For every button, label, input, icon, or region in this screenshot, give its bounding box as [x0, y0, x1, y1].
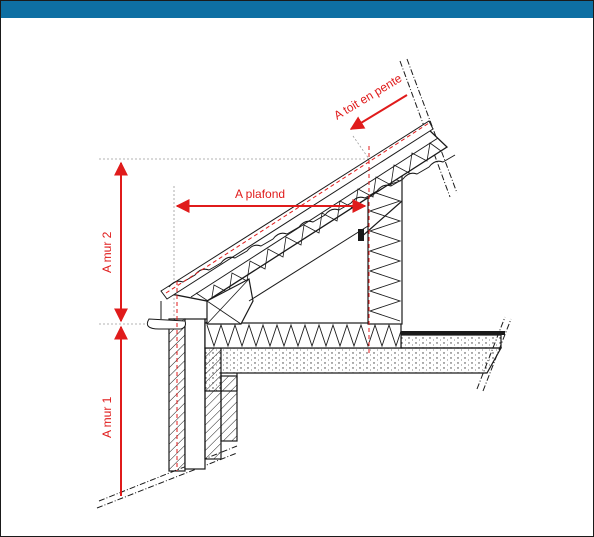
header-bar [1, 1, 593, 18]
floor-slab [204, 334, 503, 392]
measurement-dashes [165, 122, 430, 471]
wall2-label: A mur 2 [100, 231, 114, 273]
ceiling-label: A plafond [235, 187, 285, 201]
floor-insulation [204, 322, 505, 349]
roof-structure [164, 126, 449, 325]
measurements [114, 94, 408, 496]
wall1-label: A mur 1 [100, 396, 114, 438]
roof-dimension [349, 94, 408, 130]
ground-lines [96, 58, 512, 509]
roof-label: A toit en pente [331, 71, 404, 123]
